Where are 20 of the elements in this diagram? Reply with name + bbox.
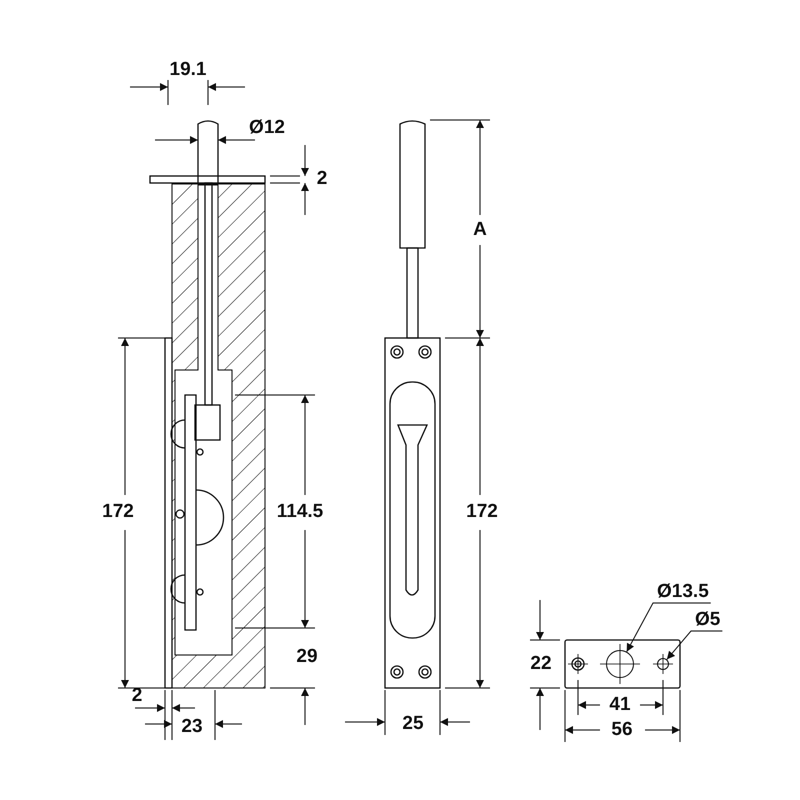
- dimension-value: 41: [609, 695, 631, 715]
- dimension-value: 172: [102, 502, 134, 522]
- bolt-hole: [606, 650, 634, 678]
- leader-line: [626, 602, 712, 652]
- leader-line: [666, 630, 723, 660]
- dimension-value: 114.5: [276, 502, 324, 522]
- callout-text: Ø5: [695, 610, 720, 630]
- screw-hole: [657, 658, 669, 670]
- dimension-value: 19.1: [170, 60, 206, 80]
- dimension-value: Ø12: [249, 118, 285, 138]
- dimension-value: 22: [530, 654, 552, 674]
- dimension-value: 29: [296, 647, 318, 667]
- dimension-value: 2: [316, 169, 328, 189]
- callout-text: Ø13.5: [657, 582, 709, 602]
- dimension-value: 56: [611, 720, 633, 740]
- dimension-value: 25: [402, 714, 424, 734]
- dimension-value: 2: [132, 686, 142, 706]
- dimension-value: A: [473, 220, 487, 240]
- dimension-value: 23: [181, 717, 203, 737]
- dimension-value: 172: [466, 502, 498, 522]
